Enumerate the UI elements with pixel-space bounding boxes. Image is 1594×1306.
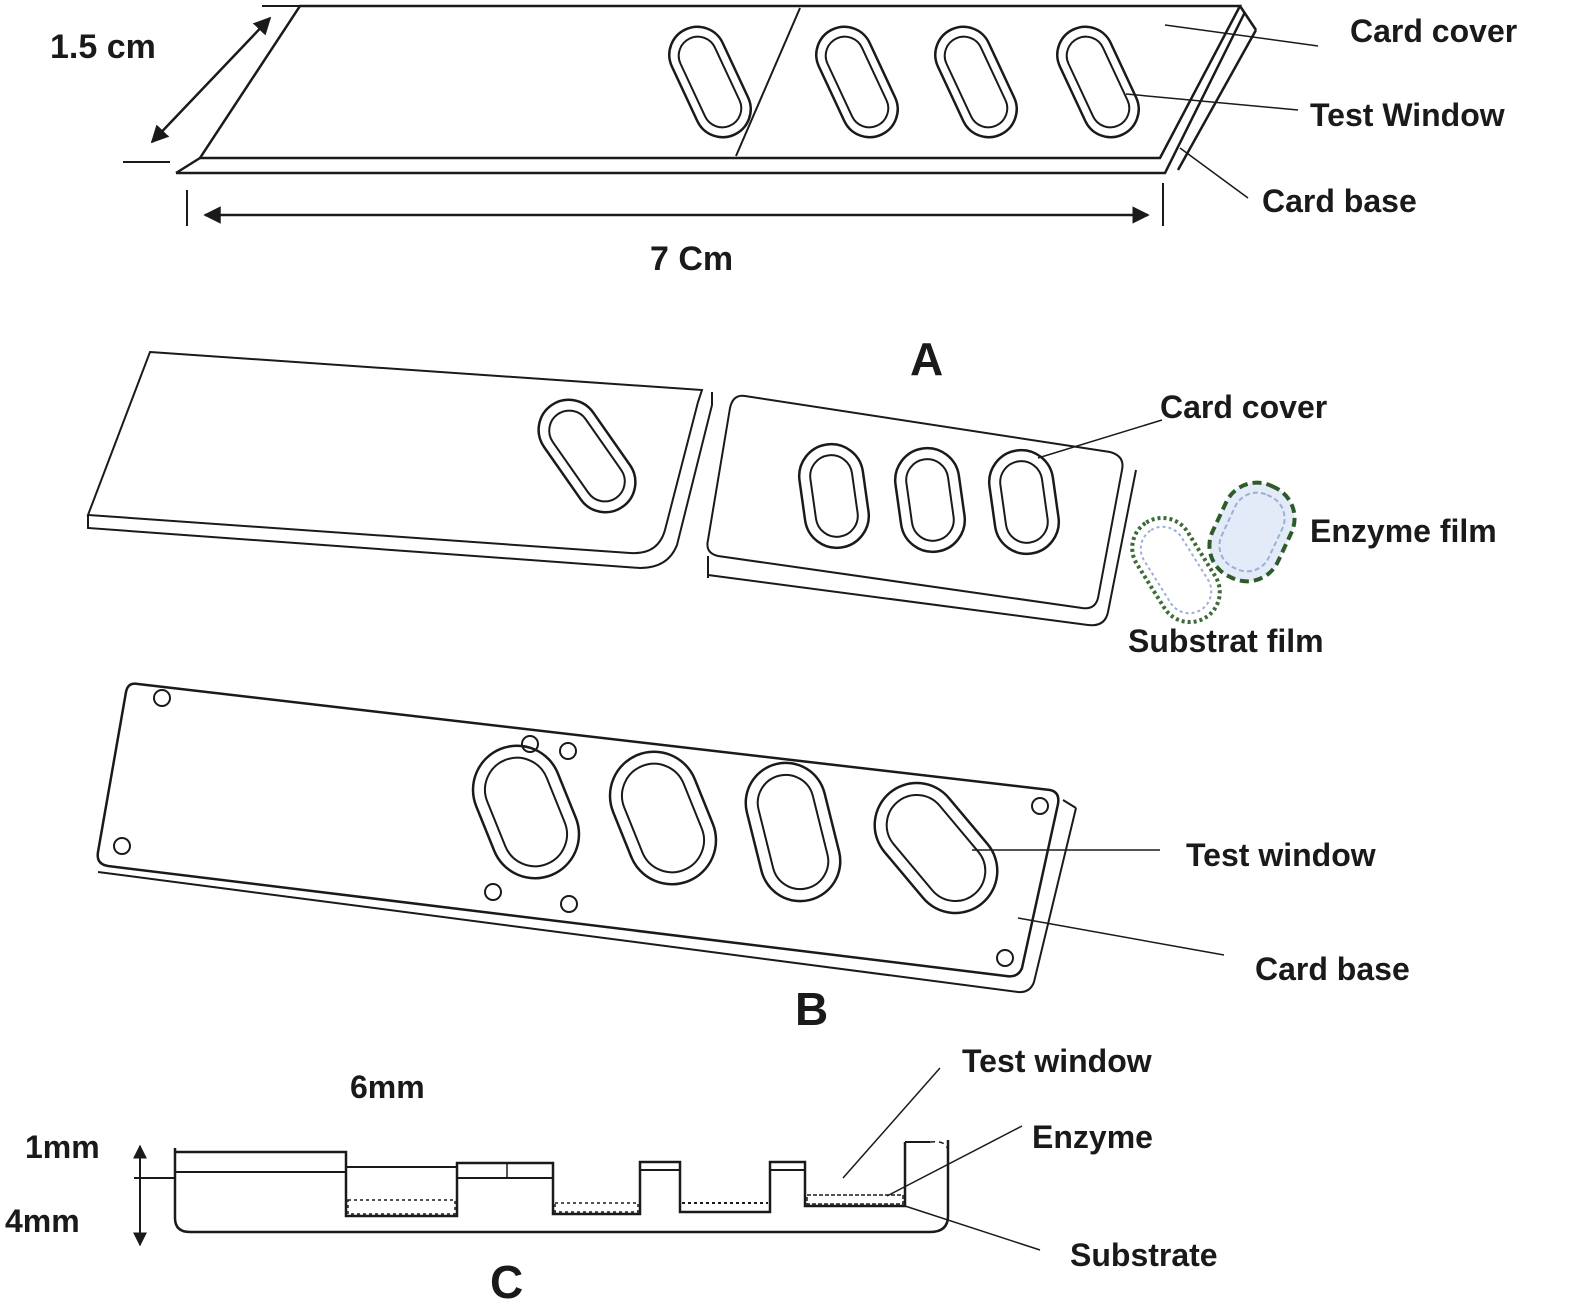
test-window <box>744 761 842 903</box>
panel-letter-a: A <box>910 333 943 385</box>
panel-c-test-window-label: Test window <box>962 1043 1152 1079</box>
panel-letter-b: B <box>795 983 828 1035</box>
dim-1mm-label: 1mm <box>25 1129 100 1165</box>
panel-letter-c: C <box>490 1256 523 1306</box>
dim-4mm-label: 4mm <box>5 1203 80 1239</box>
length-dimension <box>186 183 1164 226</box>
test-window <box>987 448 1061 556</box>
enzyme-film <box>1207 480 1297 584</box>
panel-b-test-window-label: Test window <box>1186 837 1376 873</box>
card-base-plate <box>96 682 1077 994</box>
card-left-piece <box>86 350 713 570</box>
enzyme-label: Enzyme <box>1032 1119 1153 1155</box>
test-window <box>668 25 752 139</box>
test-window <box>934 25 1018 139</box>
width-label: 1.5 cm <box>50 28 156 66</box>
test-window-label: Test Window <box>1310 97 1505 133</box>
dim-6mm-label: 6mm <box>350 1069 425 1105</box>
card-cover-piece <box>706 394 1137 627</box>
test-window <box>1056 25 1140 139</box>
test-window <box>797 442 871 550</box>
test-window <box>873 781 999 915</box>
substrat-film <box>1130 515 1222 625</box>
test-window <box>608 750 718 886</box>
test-window <box>815 25 899 139</box>
assembled-card <box>175 4 1258 175</box>
cross-section <box>133 1140 950 1247</box>
test-window <box>471 744 581 880</box>
substrate-label: Substrate <box>1070 1237 1218 1273</box>
length-label: 7 Cm <box>650 240 733 278</box>
test-window <box>893 446 967 554</box>
test-window <box>537 398 637 514</box>
substrat-film-label: Substrat film <box>1128 623 1324 659</box>
card-base-label: Card base <box>1262 183 1417 219</box>
card-cover-label: Card cover <box>1350 13 1517 49</box>
width-dimension <box>123 5 305 163</box>
enzyme-film-label: Enzyme film <box>1310 513 1497 549</box>
exploded-card-cover-label: Card cover <box>1160 389 1327 425</box>
panel-b-card-base-label: Card base <box>1255 951 1410 987</box>
